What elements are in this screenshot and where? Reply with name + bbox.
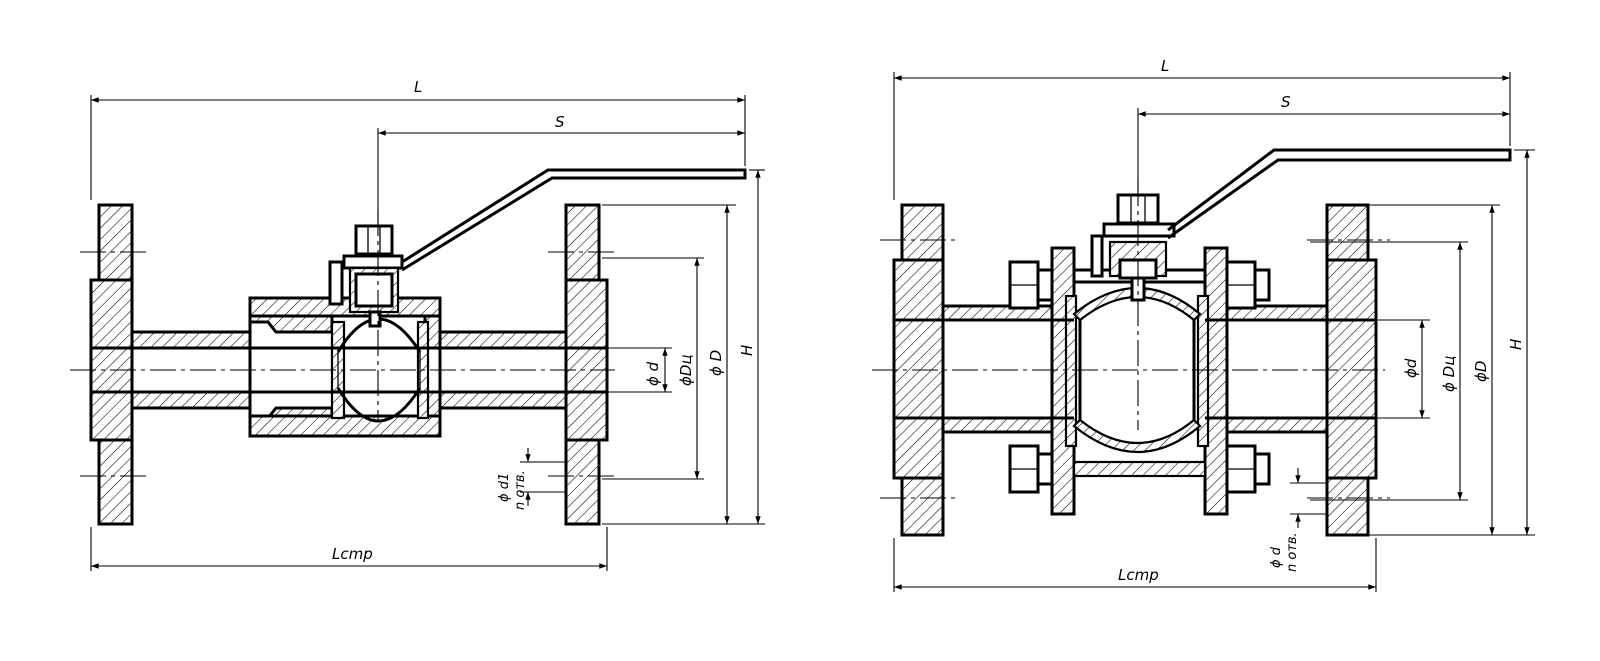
right-dim-d-holes: ϕ d (1269, 546, 1284, 568)
left-stem-assembly (328, 224, 404, 328)
left-handle (401, 168, 747, 272)
right-dim-D: ϕD (1472, 361, 1490, 382)
right-dim-L: L (1161, 57, 1169, 75)
right-outlet-flange (1325, 203, 1378, 537)
left-outlet-flange (564, 203, 609, 526)
valve-drawing-right: L S Lcmp H ϕD ϕ Dц ϕd ϕ d n отв. (872, 57, 1535, 592)
left-inlet-flange (89, 203, 134, 526)
left-dim-L: L (414, 78, 422, 96)
right-dim-Du: ϕ Dц (1440, 356, 1458, 392)
right-stem-assembly (1090, 193, 1176, 302)
left-dim-Du: ϕDц (677, 354, 695, 386)
right-handle (1167, 148, 1512, 240)
left-dim-H: H (738, 345, 756, 356)
right-dim-S: S (1281, 93, 1291, 111)
left-dim-d1: ϕ d1 (497, 473, 512, 502)
right-inlet-flange (892, 203, 945, 537)
right-dim-H: H (1507, 339, 1525, 350)
left-dim-Lcmp: Lcmp (332, 545, 373, 563)
right-dim-d: ϕd (1402, 358, 1420, 378)
left-dim-D: ϕ D (707, 350, 725, 376)
valve-drawing-left: L S Lcmp H ϕ D ϕDц ϕ d ϕ d1 n отв (70, 78, 765, 571)
left-dim-d: ϕ d (644, 361, 662, 386)
right-body-bolts (1008, 260, 1271, 494)
left-dim-holes: n отв. (513, 470, 528, 510)
right-dim-Lcmp: Lcmp (1118, 566, 1159, 584)
right-dim-holes: n отв. (1285, 532, 1300, 572)
left-dim-S: S (555, 113, 565, 131)
